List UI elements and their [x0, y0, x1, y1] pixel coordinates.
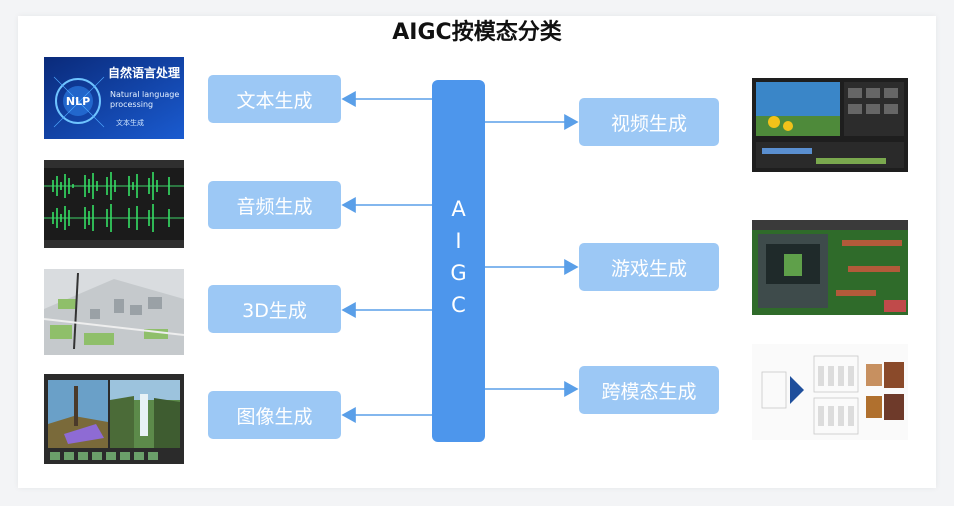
- audio-generation-box: 音频生成: [208, 181, 341, 229]
- crossmodal-architecture-thumbnail-image: [752, 344, 908, 440]
- crossmodal-generation-box: 跨模态生成: [579, 366, 719, 414]
- 3d-generation-box: 3D生成: [208, 285, 341, 333]
- svg-text:NLP: NLP: [66, 95, 90, 108]
- text-generation-box: 文本生成: [208, 75, 341, 123]
- aigc-center-node: AIGC: [432, 80, 485, 442]
- image-generation-thumbnail-image: [44, 374, 184, 464]
- svg-text:文本生成: 文本生成: [116, 118, 144, 127]
- image-generation-box: 图像生成: [208, 391, 341, 439]
- video-editor-thumbnail-image: [752, 78, 908, 172]
- svg-text:Natural language: Natural language: [110, 90, 179, 99]
- game-generation-box: 游戏生成: [579, 243, 719, 291]
- 3d-city-thumbnail-image: [44, 269, 184, 355]
- nlp-thumbnail-image: NLP 自然语言处理 Natural language processing 文…: [44, 57, 184, 139]
- svg-text:processing: processing: [110, 100, 153, 109]
- game-generation-thumbnail-image: [752, 220, 908, 315]
- audio-waveform-thumbnail-image: [44, 160, 184, 248]
- aigc-center-label: AIGC: [447, 197, 471, 325]
- svg-text:自然语言处理: 自然语言处理: [108, 65, 180, 80]
- video-generation-box: 视频生成: [579, 98, 719, 146]
